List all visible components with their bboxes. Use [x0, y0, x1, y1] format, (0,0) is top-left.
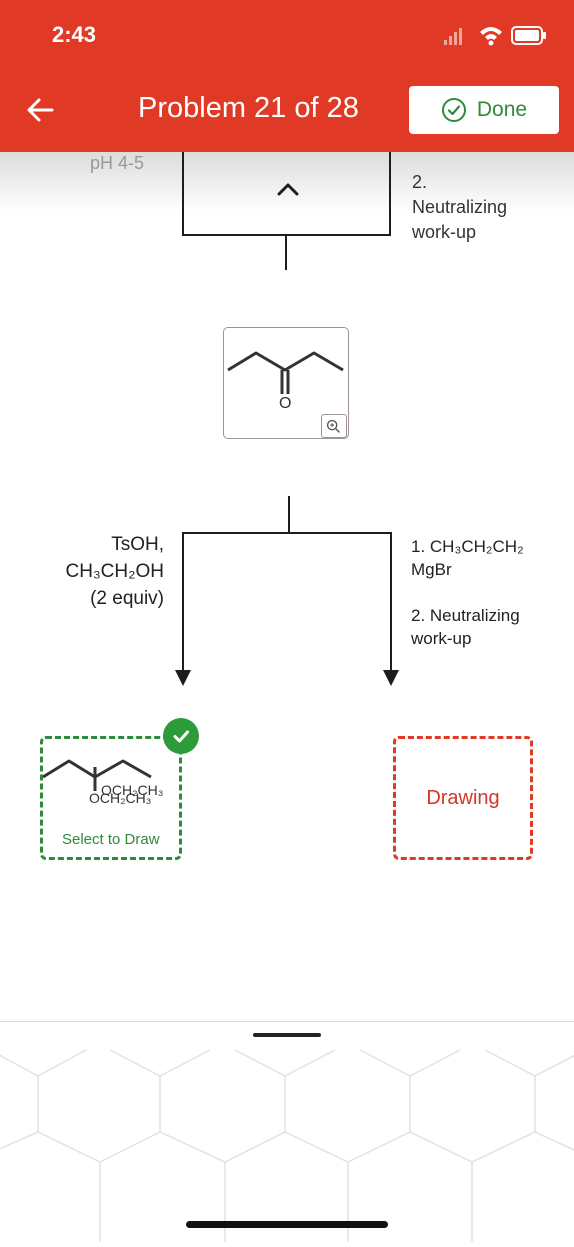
- signal-icon: [444, 28, 462, 45]
- wifi-icon: [480, 27, 502, 46]
- connector-line: [389, 152, 391, 236]
- status-time: 2:43: [52, 22, 97, 47]
- reagent-line: 1. CH₃CH₂CH₂: [411, 537, 524, 556]
- workup-line: work-up: [412, 222, 477, 242]
- connector-line: [288, 496, 290, 534]
- right-reaction-conditions: 1. CH₃CH₂CH₂ MgBr 2. Neutralizing work-u…: [411, 535, 561, 650]
- drawing-status-label: Drawing: [426, 786, 500, 809]
- arrow-left-icon[interactable]: [22, 92, 58, 128]
- connector-line: [285, 235, 287, 270]
- select-to-draw-label[interactable]: Select to Draw: [62, 831, 160, 848]
- scroll-fade: [0, 152, 574, 212]
- oxygen-label: O: [279, 395, 292, 412]
- previous-step-reagent: pH 4-5: [90, 153, 145, 173]
- zoom-in-icon[interactable]: [321, 414, 347, 438]
- product-box-right[interactable]: Drawing: [393, 736, 533, 860]
- done-label: Done: [476, 98, 528, 121]
- check-icon: [163, 718, 199, 754]
- reagent-line: 2. Neutralizing: [411, 606, 520, 625]
- sheet-drag-handle[interactable]: [253, 1033, 321, 1037]
- previous-step-workup: 2. Neutralizing work-up: [412, 170, 507, 245]
- connector-line: [182, 152, 184, 236]
- connector-line: [182, 532, 392, 534]
- ethoxy-label: OCH₂CH₃: [101, 782, 164, 798]
- status-icons: [444, 26, 546, 46]
- workup-line: Neutralizing: [412, 197, 508, 217]
- product-box-left[interactable]: OCH₂CH₃ OCH₂CH₃: [40, 736, 182, 860]
- ketal-structure: [42, 759, 152, 791]
- reagent-line: work-up: [411, 629, 472, 648]
- reagent-line: [411, 581, 561, 604]
- left-reaction-conditions: TsOH, CH₃CH₂OH (2 equiv): [40, 531, 165, 612]
- workup-line: 2.: [412, 172, 428, 192]
- app-header: 2:43 Problem 21 of 28 Done: [0, 0, 574, 152]
- connector-line: [182, 532, 184, 670]
- arrowhead-right: [383, 670, 399, 686]
- ketone-structure: [227, 351, 344, 394]
- hexagon-pattern: [0, 1049, 574, 1242]
- arrowhead-left: [175, 670, 191, 686]
- home-indicator: [186, 1221, 388, 1228]
- reagent-line: TsOH,: [111, 534, 164, 555]
- reagent-line: (2 equiv): [90, 588, 164, 609]
- reagent-line: MgBr: [411, 560, 452, 579]
- check-circle-icon: [441, 98, 466, 122]
- battery-icon: [511, 26, 546, 45]
- starting-molecule-card[interactable]: O: [223, 327, 349, 439]
- page-title: Problem 21 of 28: [138, 92, 359, 124]
- connector-line: [390, 532, 392, 670]
- reagent-line: CH₃CH₂OH: [65, 561, 165, 582]
- done-button[interactable]: Done: [409, 86, 559, 134]
- ethoxy-label: OCH₂CH₃: [89, 790, 152, 806]
- bottom-sheet[interactable]: [0, 1021, 574, 1242]
- chevron-up-icon[interactable]: [268, 172, 308, 206]
